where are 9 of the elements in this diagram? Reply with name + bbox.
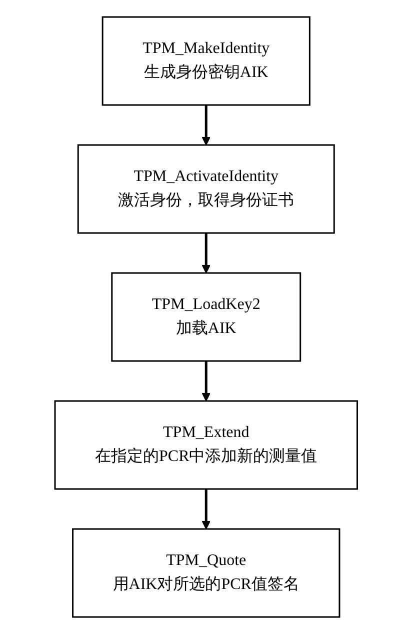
node-box: TPM_Extend 在指定的PCR中添加新的测量值 <box>54 400 358 490</box>
arrow <box>202 489 211 530</box>
arrow <box>202 361 211 402</box>
arrow <box>202 233 211 274</box>
arrow <box>202 105 211 146</box>
node-box: TPM_MakeIdentity 生成身份密钥AIK <box>102 16 311 106</box>
node-box: TPM_LoadKey2 加载AIK <box>112 272 302 362</box>
node-box: TPM_Quote 用AIK对所选的PCR值签名 <box>72 528 341 618</box>
node-box: TPM_ActivateIdentity 激活身份，取得身份证书 <box>78 144 336 234</box>
